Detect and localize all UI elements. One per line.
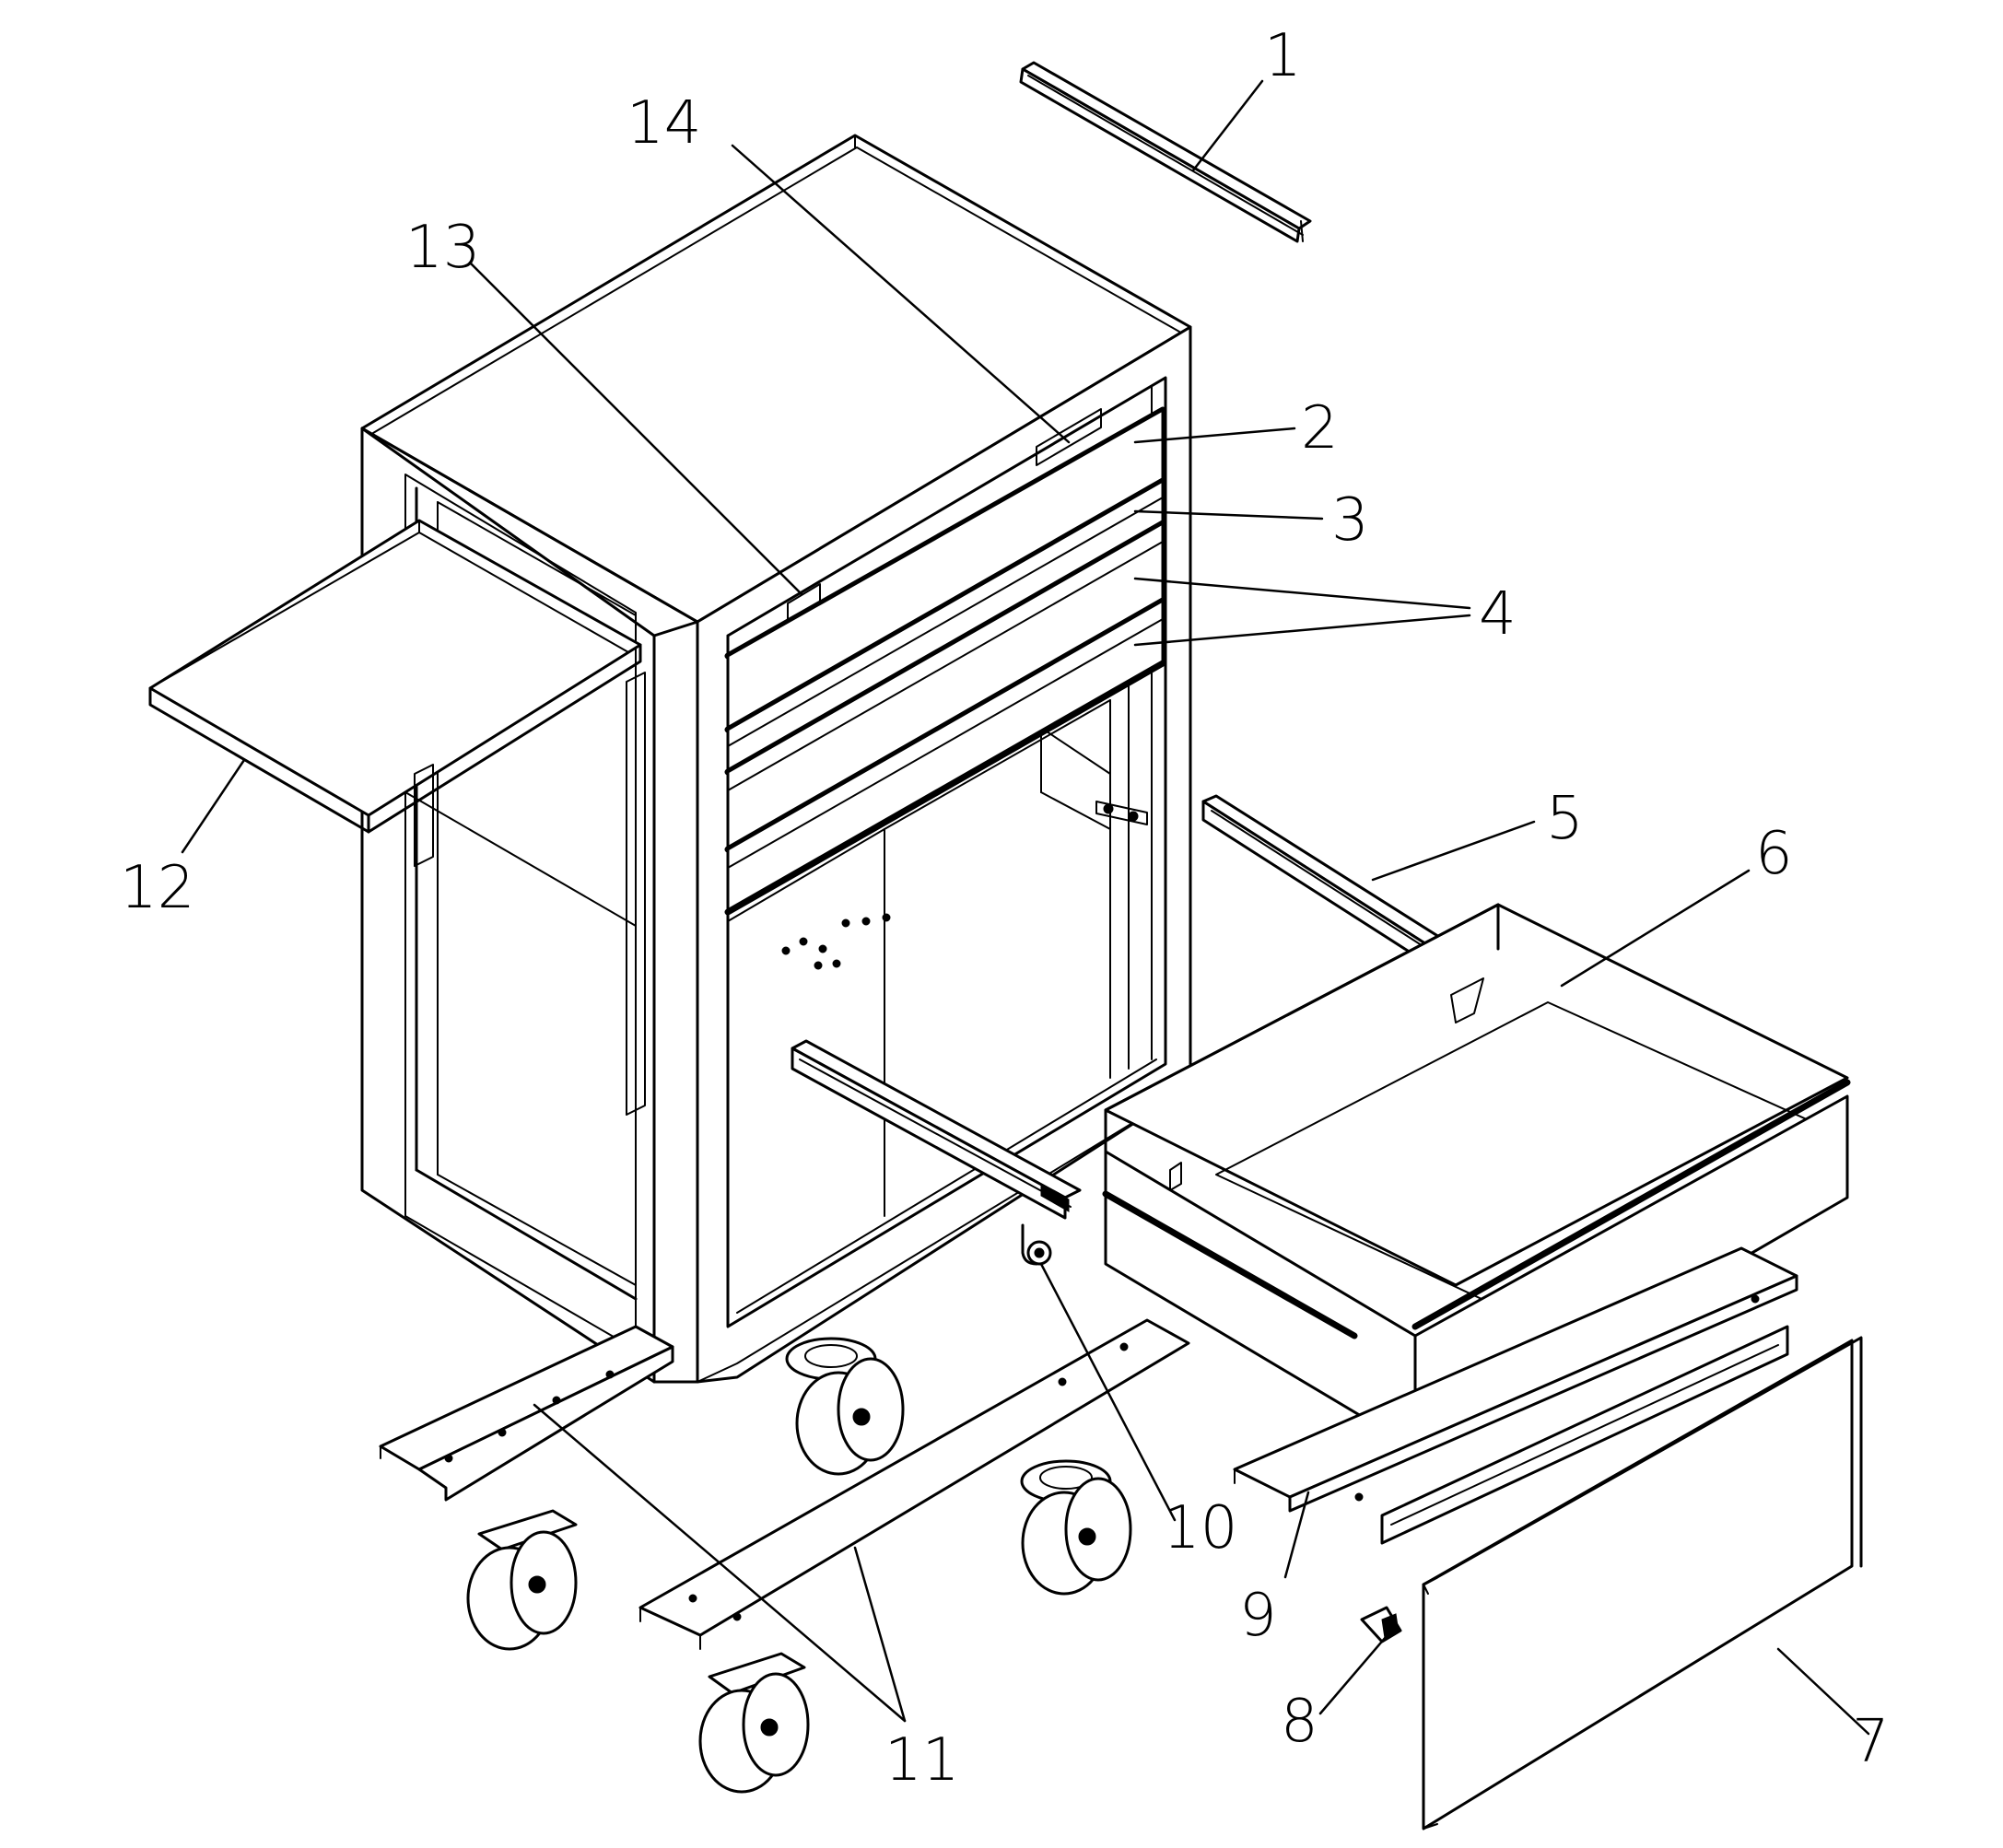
part-12-side-shelf bbox=[148, 519, 646, 1116]
part-13-label-plate bbox=[787, 583, 821, 623]
callout-14: 14 bbox=[627, 89, 701, 158]
part-8-clip bbox=[1360, 1606, 1402, 1643]
part-14-label-plate bbox=[1036, 408, 1102, 466]
callout-5: 5 bbox=[1546, 785, 1584, 853]
callout-3: 3 bbox=[1331, 486, 1369, 555]
callout-8: 8 bbox=[1281, 1688, 1318, 1756]
caster-middle-right bbox=[1020, 1459, 1132, 1596]
callout-6: 6 bbox=[1755, 820, 1793, 888]
callout-1: 1 bbox=[1264, 22, 1302, 90]
callout-12: 12 bbox=[120, 854, 194, 922]
callout-leader-lines bbox=[181, 79, 1870, 1736]
caster-front-center bbox=[785, 1337, 905, 1476]
part-9-bottom-rail bbox=[1233, 1246, 1798, 1545]
drawer-fronts bbox=[724, 406, 1166, 916]
callout-labels: 1 2 3 4 5 6 7 8 9 10 11 12 13 14 bbox=[120, 22, 1890, 1795]
part-10-lock bbox=[1021, 1223, 1052, 1266]
callout-11: 11 bbox=[884, 1726, 959, 1795]
part-5-drawer-slides bbox=[791, 794, 1448, 1220]
callout-10: 10 bbox=[1163, 1494, 1237, 1562]
cabinet-body bbox=[360, 134, 1192, 1384]
callout-7: 7 bbox=[1852, 1708, 1890, 1776]
callout-9: 9 bbox=[1239, 1582, 1277, 1650]
caster-back-left bbox=[466, 1509, 578, 1651]
part-1-top-rail bbox=[1019, 61, 1312, 243]
caster-back-center bbox=[698, 1652, 810, 1794]
callout-4: 4 bbox=[1479, 580, 1517, 649]
part-7-drawer-front-panel bbox=[1422, 1336, 1863, 1830]
part-11-base-plates bbox=[379, 1318, 1190, 1650]
callout-13: 13 bbox=[405, 214, 480, 282]
callout-2: 2 bbox=[1301, 394, 1339, 462]
